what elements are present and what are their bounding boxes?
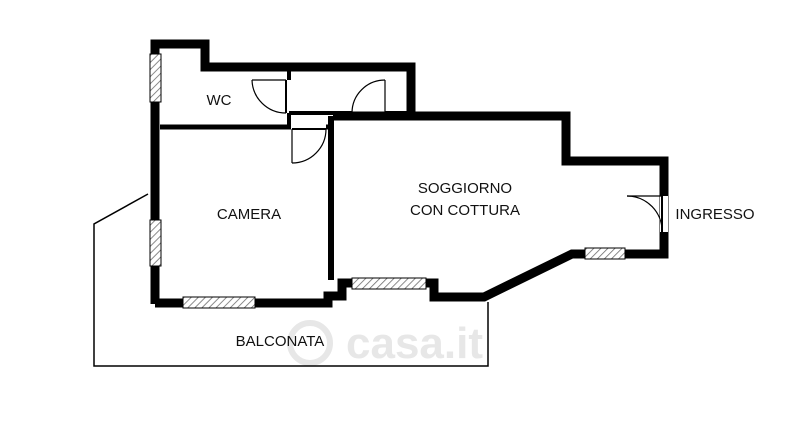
window-soggiorno-bottom (351, 277, 427, 290)
doors (251, 79, 668, 233)
window-camera-side (149, 219, 162, 267)
label-wc: WC (207, 92, 232, 109)
window-wc (149, 53, 162, 103)
label-balconata: BALCONATA (236, 333, 325, 350)
exterior-walls (150, 39, 669, 308)
balcony-outline (93, 193, 489, 367)
watermark-logo: casa.it (287, 319, 483, 368)
interior-walls (160, 67, 411, 280)
watermark-text: casa.it (346, 319, 483, 368)
door-camera (291, 128, 327, 164)
door-wc (251, 79, 287, 114)
window-camera-bottom (182, 296, 256, 309)
door-ingresso (626, 195, 668, 233)
window-soggiorno-right (584, 247, 626, 260)
label-soggiorno-2: CON COTTURA (410, 202, 520, 219)
label-soggiorno-1: SOGGIORNO (418, 180, 512, 197)
windows (149, 53, 626, 309)
door-hall (351, 79, 386, 114)
label-ingresso: INGRESSO (675, 206, 754, 223)
room-labels: WC CAMERA SOGGIORNO CON COTTURA INGRESSO… (207, 92, 755, 350)
label-camera: CAMERA (217, 206, 281, 223)
